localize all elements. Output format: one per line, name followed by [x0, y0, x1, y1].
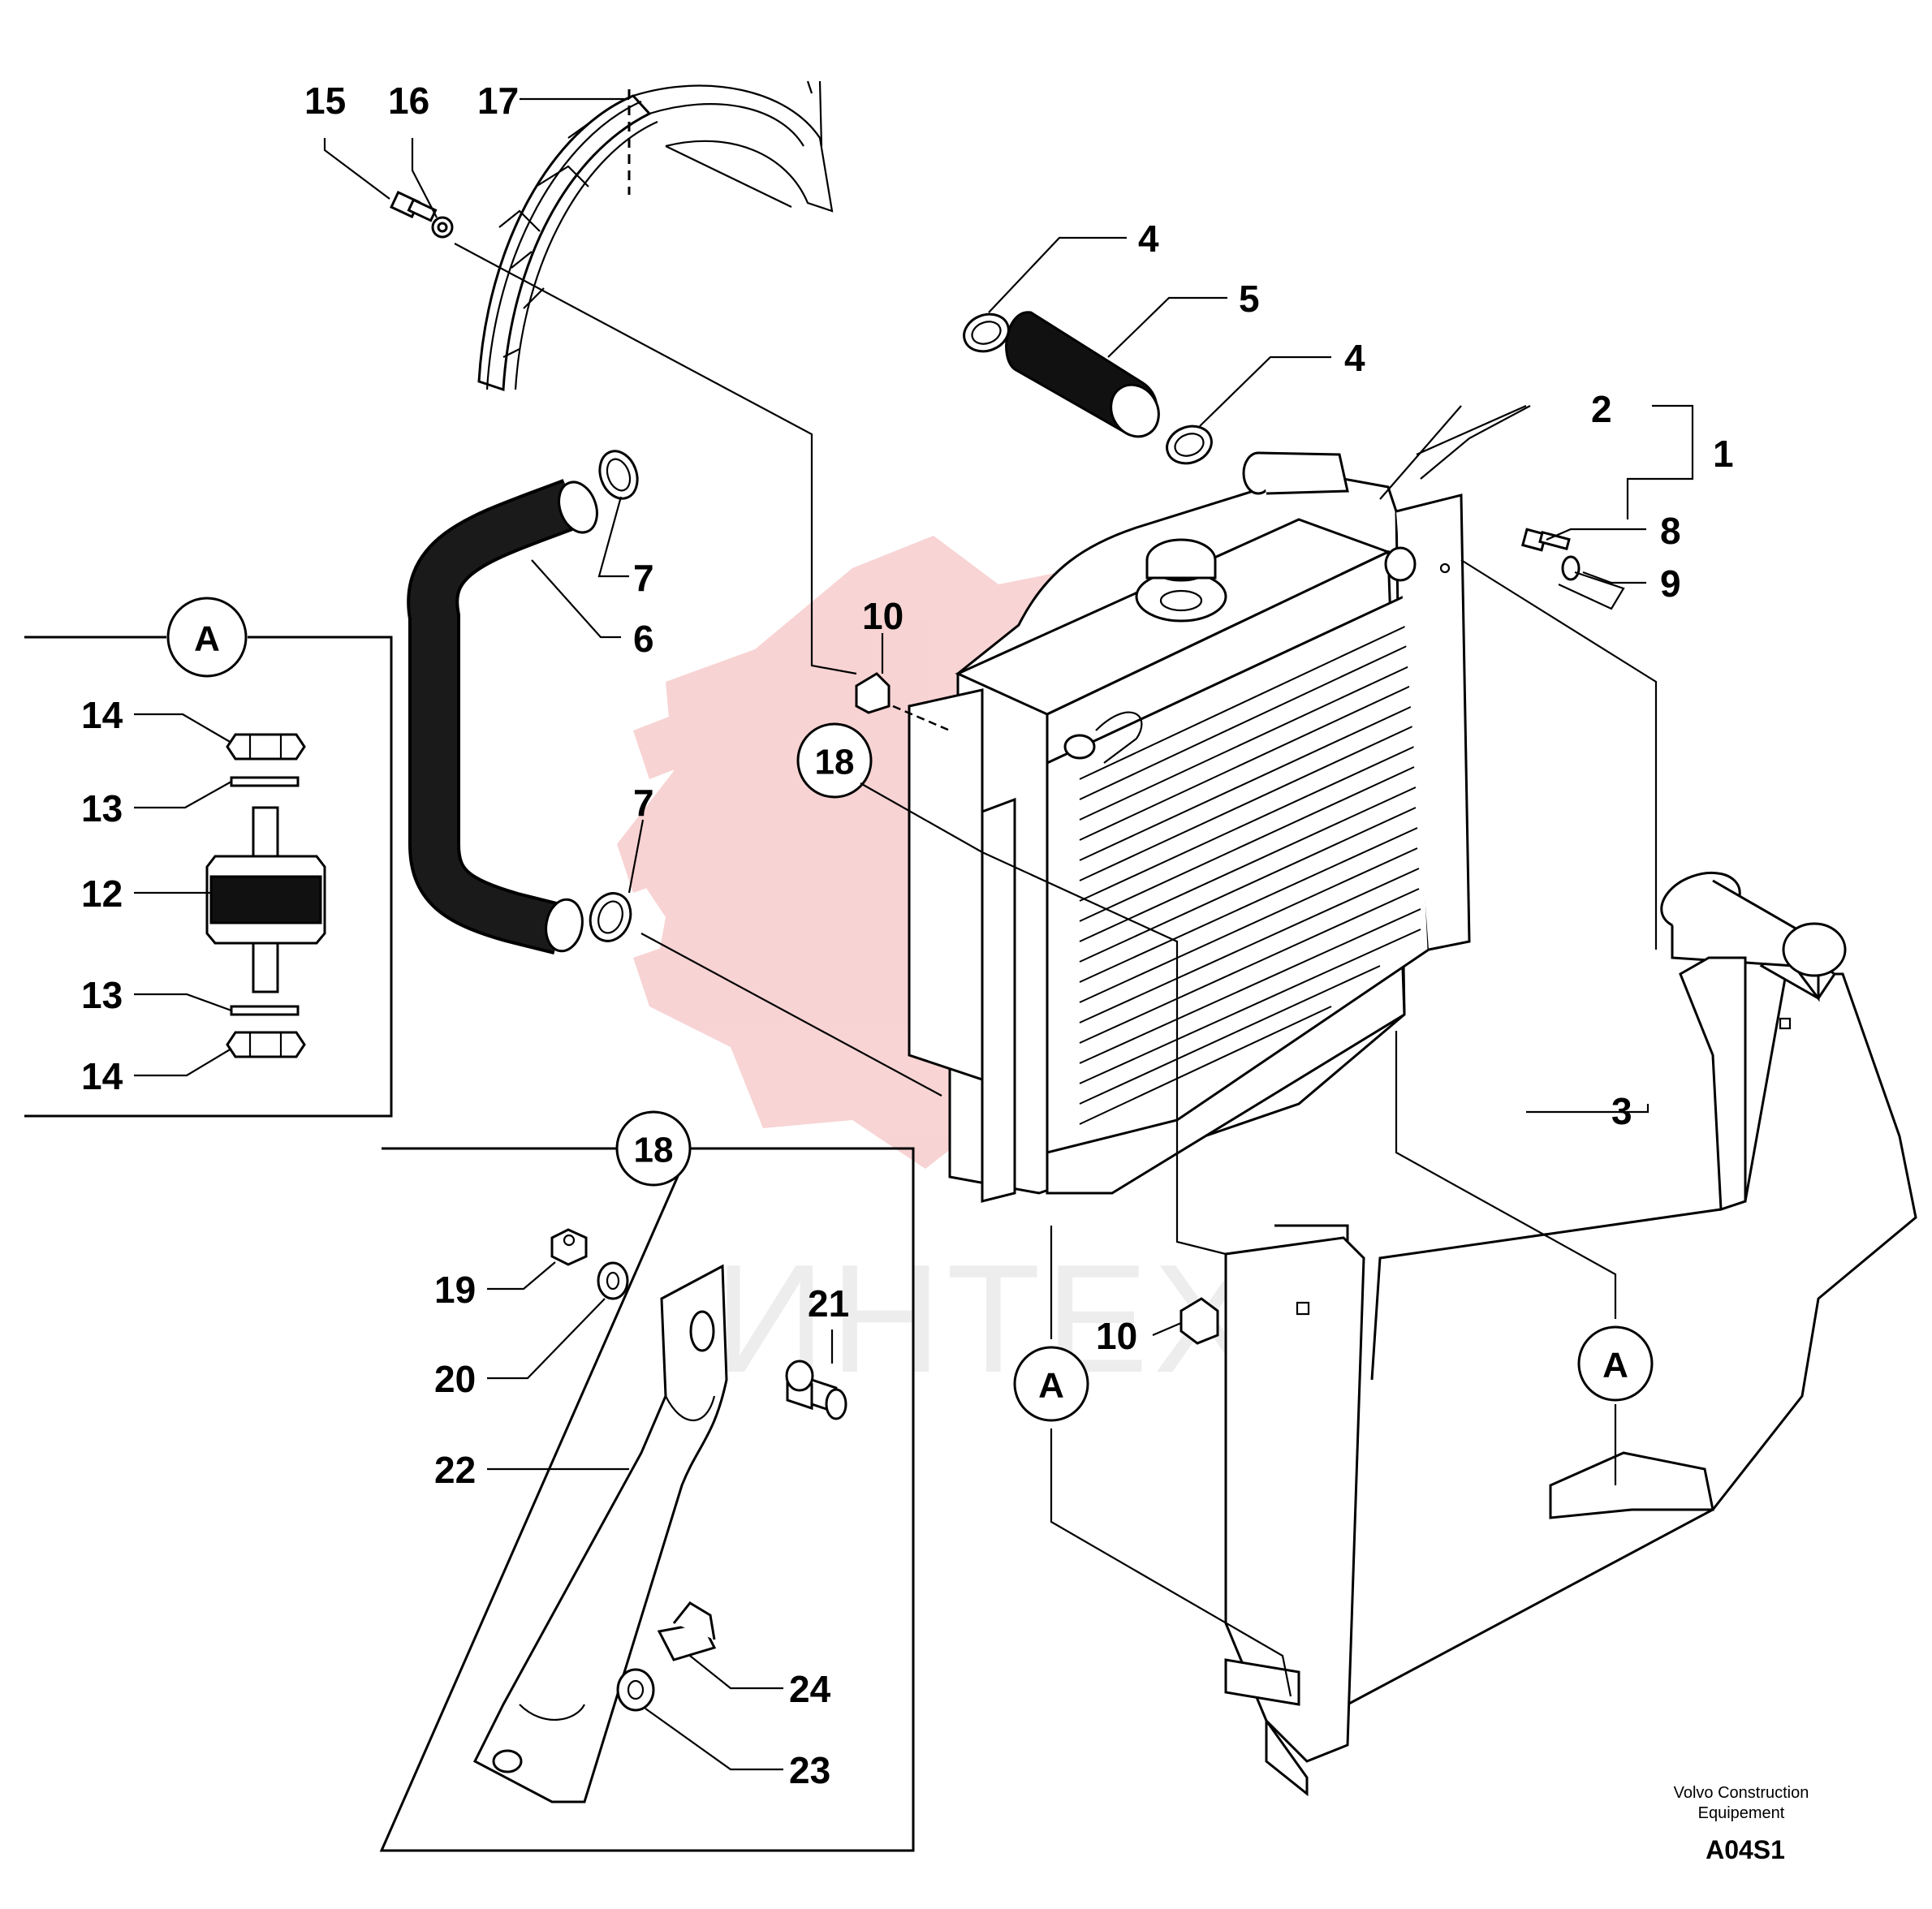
- nut-14-top: [226, 733, 306, 761]
- callout-13-top: 13: [81, 787, 123, 830]
- rubber-mount-12: [205, 806, 326, 993]
- clamp-4-top: [963, 312, 1010, 353]
- bolt-8: [1520, 528, 1571, 552]
- nut-19: [550, 1228, 588, 1266]
- callout-13-bottom: 13: [81, 974, 123, 1016]
- footer-company-line1: Volvo Construction: [1674, 1784, 1809, 1802]
- detail-a-circle: [166, 597, 248, 678]
- bolt-24: [657, 1601, 717, 1661]
- callout-24: 24: [789, 1668, 831, 1710]
- callout-7-bottom: 7: [633, 782, 654, 824]
- washer-16: [431, 216, 454, 239]
- washer-23: [616, 1668, 655, 1712]
- clip-11: [855, 672, 951, 732]
- clamp-4-bottom: [1166, 424, 1213, 465]
- detail-box-18: 18: [379, 1110, 915, 1852]
- callout-2: 2: [1591, 388, 1612, 430]
- bolt-15: [390, 191, 438, 222]
- washer-13-bottom: [230, 1005, 300, 1016]
- callout-23: 23: [789, 1749, 830, 1791]
- stud-21: [785, 1360, 847, 1420]
- bracket-right-top: [1384, 493, 1471, 951]
- clamp-7-bottom: [589, 892, 632, 942]
- callout-14-bottom: 14: [81, 1055, 123, 1097]
- footer: Volvo Construction Equipement A04S1: [1674, 1784, 1809, 1864]
- hose-6: [407, 479, 598, 955]
- footer-company-line2: Equipement: [1698, 1804, 1785, 1822]
- detail-box-a: A 14 13 12 13 14: [24, 597, 393, 1118]
- clip-10: [1179, 1297, 1219, 1345]
- callout-11: 10: [862, 595, 903, 637]
- hose-5: [1005, 311, 1160, 438]
- drain-plug: [1063, 711, 1143, 764]
- stay-22: [473, 1264, 728, 1803]
- ref-18-circle: [796, 722, 873, 799]
- radiator-fins: [1079, 624, 1421, 1125]
- ref-18-label: 18: [815, 743, 855, 782]
- callout-12: 12: [81, 873, 123, 915]
- callout-7-top: 7: [633, 557, 654, 599]
- detail-18-circle: [615, 1110, 692, 1187]
- callout-15: 15: [304, 80, 346, 122]
- ref-a-left-label: A: [1038, 1366, 1064, 1406]
- callout-8: 8: [1660, 510, 1681, 552]
- detail-18-label: 18: [634, 1131, 674, 1170]
- callout-1: 1: [1713, 433, 1734, 475]
- callout-21: 21: [808, 1282, 849, 1325]
- callout-10: 10: [1096, 1315, 1137, 1357]
- clamp-7-top: [598, 450, 639, 500]
- radiator-cap: [1135, 538, 1227, 623]
- callout-4-bottom: 4: [1344, 337, 1365, 379]
- ref-a-left-circle: [1013, 1346, 1089, 1422]
- callout-6: 6: [633, 618, 654, 660]
- callout-5: 5: [1239, 278, 1260, 320]
- callout-22: 22: [434, 1449, 476, 1491]
- callout-16: 16: [388, 80, 429, 122]
- radiator-assembly: [908, 451, 1471, 1203]
- callout-14-top: 14: [81, 694, 123, 736]
- washer-13-top: [230, 776, 300, 787]
- detail-a-label: A: [194, 619, 220, 659]
- ref-a-right-label: A: [1602, 1346, 1628, 1385]
- callout-3: 3: [1611, 1090, 1632, 1132]
- callout-20: 20: [434, 1358, 476, 1400]
- filler-neck: [1242, 451, 1349, 495]
- callout-19: 19: [434, 1269, 476, 1311]
- washer-20: [597, 1261, 629, 1300]
- callout-9: 9: [1660, 562, 1681, 605]
- nut-14-bottom: [226, 1031, 306, 1058]
- ref-a-right-circle: [1577, 1325, 1654, 1402]
- footer-code: A04S1: [1706, 1835, 1785, 1864]
- washer-9: [1561, 555, 1581, 581]
- callout-4-top: 4: [1138, 218, 1159, 260]
- fan-shroud-17: [477, 80, 834, 392]
- callout-17: 17: [477, 80, 519, 122]
